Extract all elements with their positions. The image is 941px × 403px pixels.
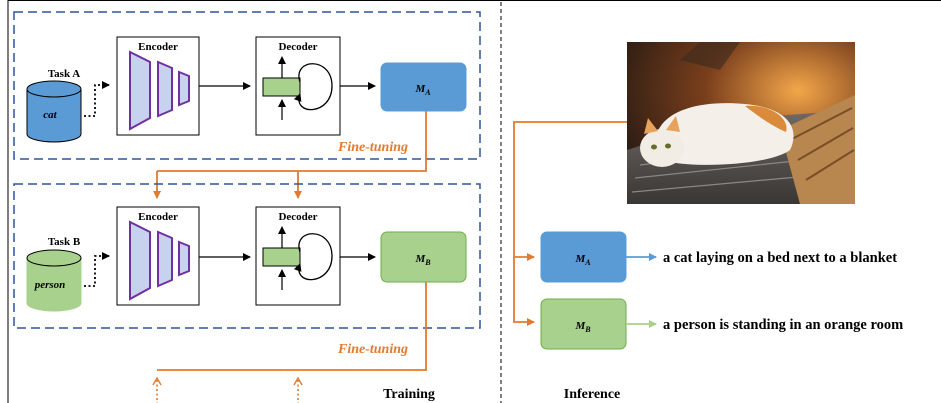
task-b-group: Task B person Encoder Decoder MB Fine- <box>13 183 481 357</box>
task-b-decoder-label: Decoder <box>278 211 317 223</box>
task-a-model-box <box>380 62 467 112</box>
inference-input-connector <box>513 121 627 326</box>
task-a-decoder-label: Decoder <box>278 41 317 53</box>
training-section-label: Training <box>383 387 435 402</box>
task-a-encoder-label: Encoder <box>138 41 178 53</box>
inference-cat-image <box>627 42 855 204</box>
inference-model-a-label: MA <box>574 253 591 267</box>
task-a-database-icon <box>26 80 82 143</box>
task-b-encoder-label: Encoder <box>138 211 178 223</box>
task-b-data-arrow <box>84 252 110 287</box>
task-b-title: Task B <box>48 236 81 248</box>
task-a-dashed-frame <box>13 11 481 160</box>
task-a-title: Task A <box>48 68 80 80</box>
inference-section-label: Inference <box>564 387 621 402</box>
task-b-model-box <box>380 231 467 283</box>
model-b-caption: a person is standing in an orange room <box>663 317 903 333</box>
fine-tune-connector-b-to-next <box>152 282 427 403</box>
task-a-decoder-rnn-icon <box>262 56 333 120</box>
task-b-dashed-frame <box>13 183 481 329</box>
task-a-model-label: MA <box>414 83 431 97</box>
task-b-model-label: MB <box>414 253 431 267</box>
task-a-database-label: cat <box>43 109 57 121</box>
task-b-encoder-layers-icon <box>129 220 190 301</box>
task-a-encoder-layers-icon <box>129 50 190 131</box>
task-a-group: Task A cat Encoder Decoder MA Fine-tun <box>13 11 481 160</box>
task-a-fine-tuning-label: Fine-tuning <box>337 140 408 155</box>
task-b-database-label: person <box>34 279 66 291</box>
model-a-caption: a cat laying on a bed next to a blanket <box>663 250 897 266</box>
task-b-database-icon <box>26 249 82 312</box>
task-b-fine-tuning-label: Fine-tuning <box>337 342 408 357</box>
task-a-data-arrow <box>84 81 110 117</box>
inference-model-b-label: MB <box>574 320 591 334</box>
task-b-decoder-rnn-icon <box>262 226 333 290</box>
